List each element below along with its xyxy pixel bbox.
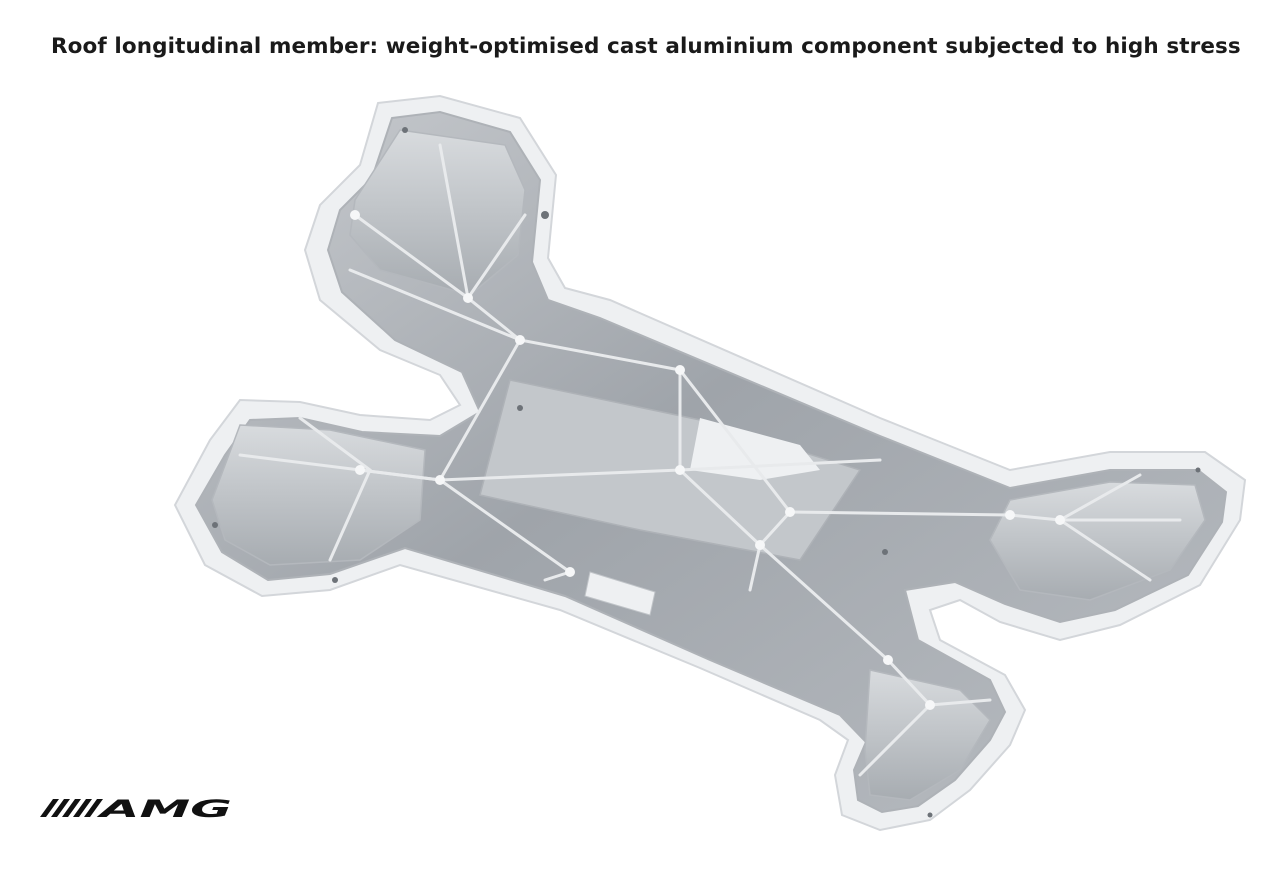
flange-holes (212, 127, 1201, 818)
amg-logo: AMG (40, 797, 232, 819)
pocket-left (211, 424, 426, 566)
pocket-right (989, 481, 1206, 601)
amg-logo-wordmark: AMG (96, 797, 232, 819)
cutout-lower (584, 571, 656, 616)
page-caption: Roof longitudinal member: weight-optimis… (51, 34, 1241, 59)
amg-logo-stripes (40, 799, 103, 817)
rib-nodes (350, 210, 1065, 710)
